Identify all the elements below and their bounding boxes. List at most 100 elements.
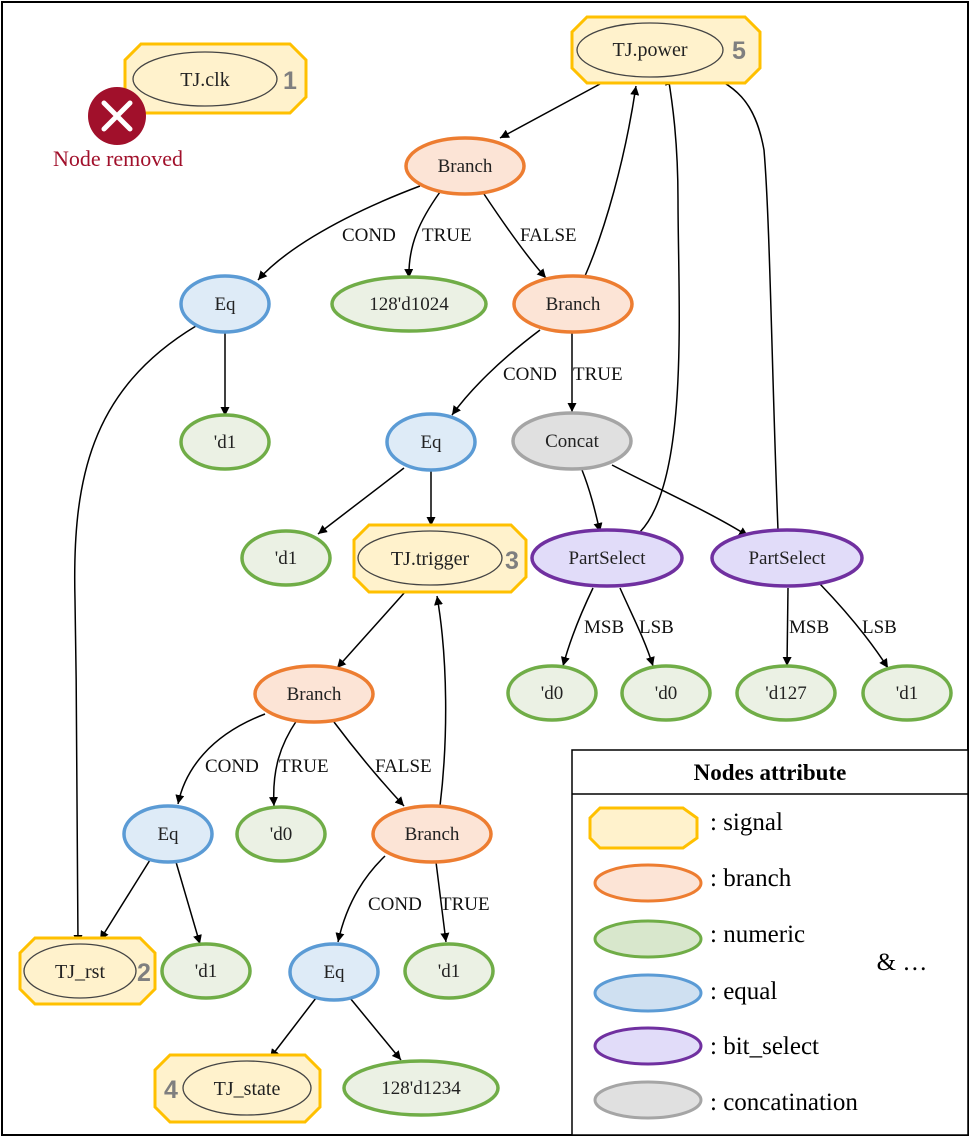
edge-eq4-state: [269, 997, 317, 1059]
node-eq: Eq: [288, 942, 380, 1002]
node-numeric: 'd0: [506, 664, 598, 722]
edge-eq3-rst: [99, 859, 151, 941]
node-eq: Eq: [179, 274, 271, 334]
node-eq: Eq: [122, 804, 214, 864]
node-numeric: 'd0: [235, 805, 327, 863]
node-removed-label: Node removed: [53, 146, 183, 171]
legend-label: : equal: [710, 978, 777, 1005]
node-tj-power: TJ.power 5: [570, 15, 762, 85]
node-label: 'd0: [655, 683, 677, 704]
node-label: Eq: [214, 294, 236, 315]
node-tj-clk: TJ.clk 1: [123, 42, 308, 115]
node-label: 'd1: [214, 432, 236, 453]
node-numeric: 'd1: [240, 529, 332, 587]
edge-branch4-d1: [435, 861, 450, 943]
node-label: 'd1: [275, 548, 297, 569]
node-badge: 1: [283, 67, 297, 95]
node-label: Eq: [323, 962, 345, 983]
edge-label-msb: MSB: [584, 617, 624, 638]
edge-branch3-d0: [269, 719, 298, 807]
node-eq: Eq: [385, 412, 477, 472]
node-label: Branch: [438, 156, 493, 177]
edge-label-true: TRUE: [279, 756, 329, 777]
node-tj-rst: TJ_rst 2: [18, 936, 157, 1006]
edge-ps2-power: [697, 69, 779, 531]
node-label: TJ_state: [214, 1078, 281, 1100]
node-label: 'd0: [541, 683, 563, 704]
edge-label-true: TRUE: [422, 225, 472, 246]
node-label: TJ.trigger: [391, 548, 470, 570]
node-removed-marker: Node removed: [53, 87, 183, 171]
node-branch: Branch: [371, 804, 493, 864]
node-badge: 4: [164, 1076, 178, 1104]
node-label: TJ.power: [613, 39, 688, 61]
legend-more: & …: [877, 949, 928, 976]
node-partselect: PartSelect: [530, 528, 684, 588]
edge-branch2-power: [584, 85, 640, 277]
edge-ps2-d127-msb: [782, 587, 792, 667]
node-label: PartSelect: [568, 548, 646, 569]
node-label: Concat: [545, 431, 600, 452]
edge-label-lsb: LSB: [639, 617, 674, 638]
node-numeric: 128'd1234: [342, 1059, 500, 1117]
edge-label-cond: COND: [205, 756, 259, 777]
edges: [73, 69, 889, 1061]
node-badge: 3: [505, 547, 519, 575]
node-branch: Branch: [512, 274, 634, 334]
node-label: 128'd1234: [381, 1078, 461, 1099]
edge-branch3-eq3: [175, 713, 266, 805]
edge-branch3-branch4: [333, 721, 405, 807]
node-label: 'd1: [195, 961, 217, 982]
legend-label: : concatination: [710, 1089, 858, 1116]
legend-label: : branch: [710, 865, 792, 892]
edge-branch1-1024: [404, 191, 441, 279]
node-partselect: PartSelect: [710, 528, 864, 588]
edge-branch4-trigger: [434, 595, 447, 807]
node-numeric: 'd127: [735, 664, 837, 722]
edge-eq3-d1: [175, 861, 202, 945]
edge-eq4-1234: [349, 997, 402, 1061]
edge-ps1-d0-msb: [560, 587, 594, 667]
edge-branch4-eq4: [335, 855, 386, 943]
node-label: 'd1: [438, 961, 460, 982]
legend-title: Nodes attribute: [694, 760, 847, 785]
legend-item-equal: : equal: [593, 973, 777, 1013]
node-label: 'd0: [270, 824, 292, 845]
edge-concat-ps1: [581, 469, 603, 533]
edge-branch1-eq1: [257, 185, 421, 281]
legend-item-branch: : branch: [593, 863, 792, 903]
edge-ps1-d0-lsb: [619, 587, 655, 667]
node-label: Eq: [157, 824, 179, 845]
legend-item-signal: : signal: [588, 806, 783, 850]
legend-label: : numeric: [710, 921, 805, 948]
node-tj-state: TJ_state 4: [153, 1053, 322, 1124]
node-label: Eq: [420, 432, 442, 453]
node-numeric: 'd1: [403, 942, 495, 1000]
legend-item-concatination: : concatination: [593, 1080, 858, 1120]
edge-label-cond: COND: [368, 894, 422, 915]
node-label: 128'd1024: [369, 294, 449, 315]
node-tj-trigger: TJ.trigger 3: [352, 523, 528, 594]
node-numeric: 'd1: [861, 664, 953, 722]
edge-label-msb: MSB: [789, 617, 829, 638]
edge-label-false: FALSE: [520, 225, 577, 246]
node-label: PartSelect: [748, 548, 826, 569]
edge-trigger-branch3: [336, 591, 406, 669]
legend-label: : bit_select: [710, 1033, 819, 1060]
edge-label-false: FALSE: [375, 756, 432, 777]
edge-ps1-power: [639, 75, 681, 533]
node-label: TJ_rst: [55, 961, 105, 983]
edge-branch1-branch2: [483, 193, 547, 279]
edge-branch2-eq2: [451, 329, 541, 416]
node-numeric: 128'd1024: [330, 275, 488, 333]
node-label: 'd1: [896, 683, 918, 704]
node-badge: 5: [732, 37, 746, 65]
edge-eq1-rst: [73, 325, 197, 945]
edge-labels: COND TRUE FALSE COND TRUE MSB LSB MSB LS…: [205, 225, 897, 915]
edge-label-lsb: LSB: [862, 617, 897, 638]
edge-power-branch1: [499, 83, 601, 139]
edge-label-cond: COND: [342, 225, 396, 246]
node-label: Branch: [405, 824, 460, 845]
